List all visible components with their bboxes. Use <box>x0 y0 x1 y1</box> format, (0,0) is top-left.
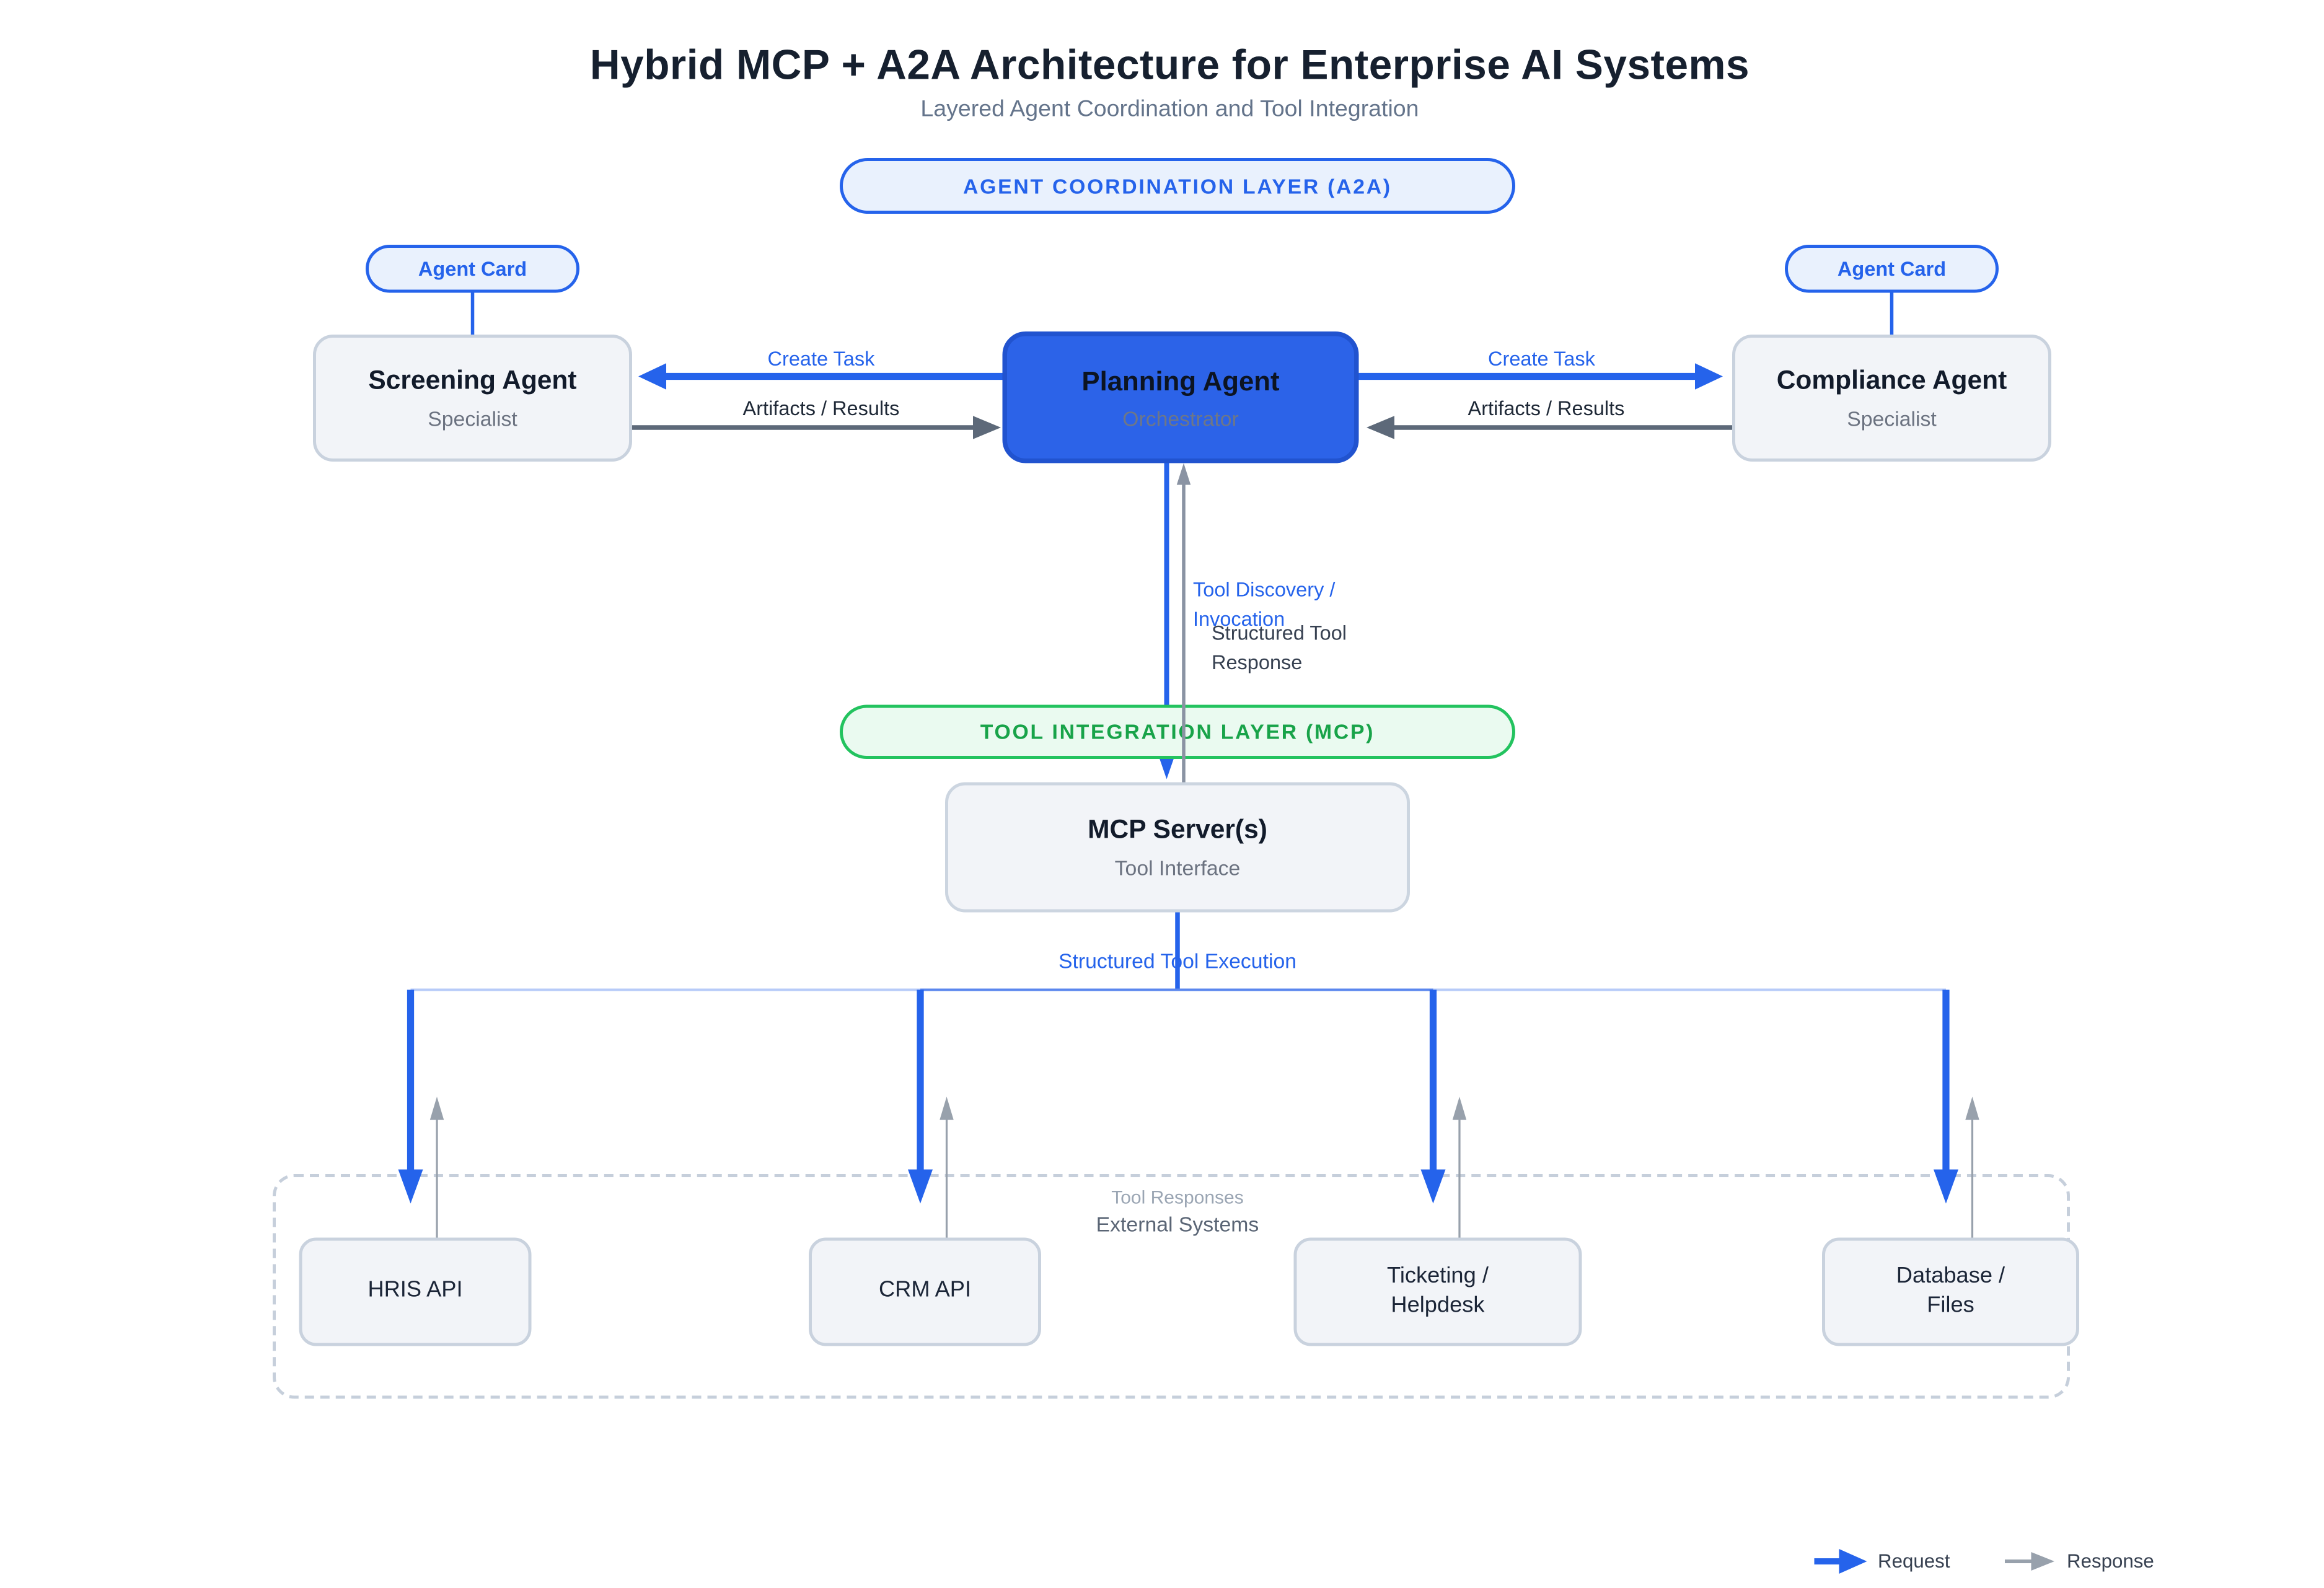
ticketing-label-line2: Helpdesk <box>1391 1293 1485 1318</box>
hris-api-node: HRIS API <box>299 1237 532 1346</box>
mcp-server-node: MCP Server(s) Tool Interface <box>945 782 1410 913</box>
agent-card-badge-left: Agent Card <box>366 245 579 293</box>
edge-label-structured-execution: Structured Tool Execution <box>1059 949 1296 973</box>
mcp-server-subtitle: Tool Interface <box>1114 856 1241 880</box>
diagram-title: Hybrid MCP + A2A Architecture for Enterp… <box>589 42 1750 89</box>
compliance-agent-title: Compliance Agent <box>1776 366 2007 395</box>
request-drop-database <box>1933 989 1958 1204</box>
legend-request-label: Request <box>1878 1550 1950 1573</box>
planning-agent-title: Planning Agent <box>1081 364 1280 396</box>
request-drop-ticketing <box>1420 989 1446 1204</box>
crm-api-node: CRM API <box>809 1237 1041 1346</box>
planning-agent-node: Planning Agent Orchestrator <box>1002 331 1359 463</box>
a2a-layer-badge: AGENT COORDINATION LAYER (A2A) <box>840 158 1515 214</box>
edge-label-create-task-right: Create Task <box>1488 347 1595 371</box>
edge-label-artifacts-left: Artifacts / Results <box>742 397 900 420</box>
mcp-layer-badge: TOOL INTEGRATION LAYER (MCP) <box>840 704 1515 759</box>
edge-label-artifacts-right: Artifacts / Results <box>1468 397 1625 420</box>
database-files-node: Database / Files <box>1822 1237 2079 1346</box>
legend-request-arrow <box>1814 1548 1867 1574</box>
diagram-subtitle: Layered Agent Coordination and Tool Inte… <box>920 96 1419 123</box>
planning-agent-subtitle: Orchestrator <box>1122 406 1239 430</box>
screening-agent-subtitle: Specialist <box>428 407 517 431</box>
edge-label-tool-discovery: Tool Discovery / Invocation <box>1193 576 1335 634</box>
ticketing-label-line1: Ticketing / <box>1387 1263 1489 1288</box>
legend-response-label: Response <box>2067 1550 2154 1573</box>
screening-agent-title: Screening Agent <box>368 366 577 395</box>
mcp-server-title: MCP Server(s) <box>1088 815 1267 844</box>
hris-api-label: HRIS API <box>368 1278 463 1304</box>
request-drop-hris <box>398 989 423 1204</box>
agent-card-badge-right: Agent Card <box>1785 245 1999 293</box>
edge-label-create-task-left: Create Task <box>767 347 875 371</box>
edge-label-tool-responses: Tool Responses <box>1111 1187 1244 1208</box>
request-drop-crm <box>908 989 933 1204</box>
screening-agent-node: Screening Agent Specialist <box>313 335 632 462</box>
tool-discovery-line1: Tool Discovery / <box>1193 577 1336 602</box>
structured-response-line1: Structured Tool <box>1212 621 1347 645</box>
structured-response-line2: Response <box>1212 649 1303 673</box>
tool-discovery-line2: Invocation <box>1193 606 1285 630</box>
database-label-line2: Files <box>1927 1293 1974 1318</box>
compliance-agent-subtitle: Specialist <box>1847 407 1937 431</box>
edge-label-structured-response: Structured Tool Response <box>1212 620 1347 677</box>
external-systems-label: External Systems <box>1096 1213 1259 1237</box>
tool-discovery-arrowhead <box>1160 758 1174 779</box>
database-label-line1: Database / <box>1896 1263 2005 1288</box>
ticketing-helpdesk-node: Ticketing / Helpdesk <box>1293 1237 1582 1346</box>
compliance-agent-node: Compliance Agent Specialist <box>1732 335 2051 462</box>
crm-api-label: CRM API <box>878 1278 972 1304</box>
legend-response-arrow <box>2004 1551 2054 1571</box>
